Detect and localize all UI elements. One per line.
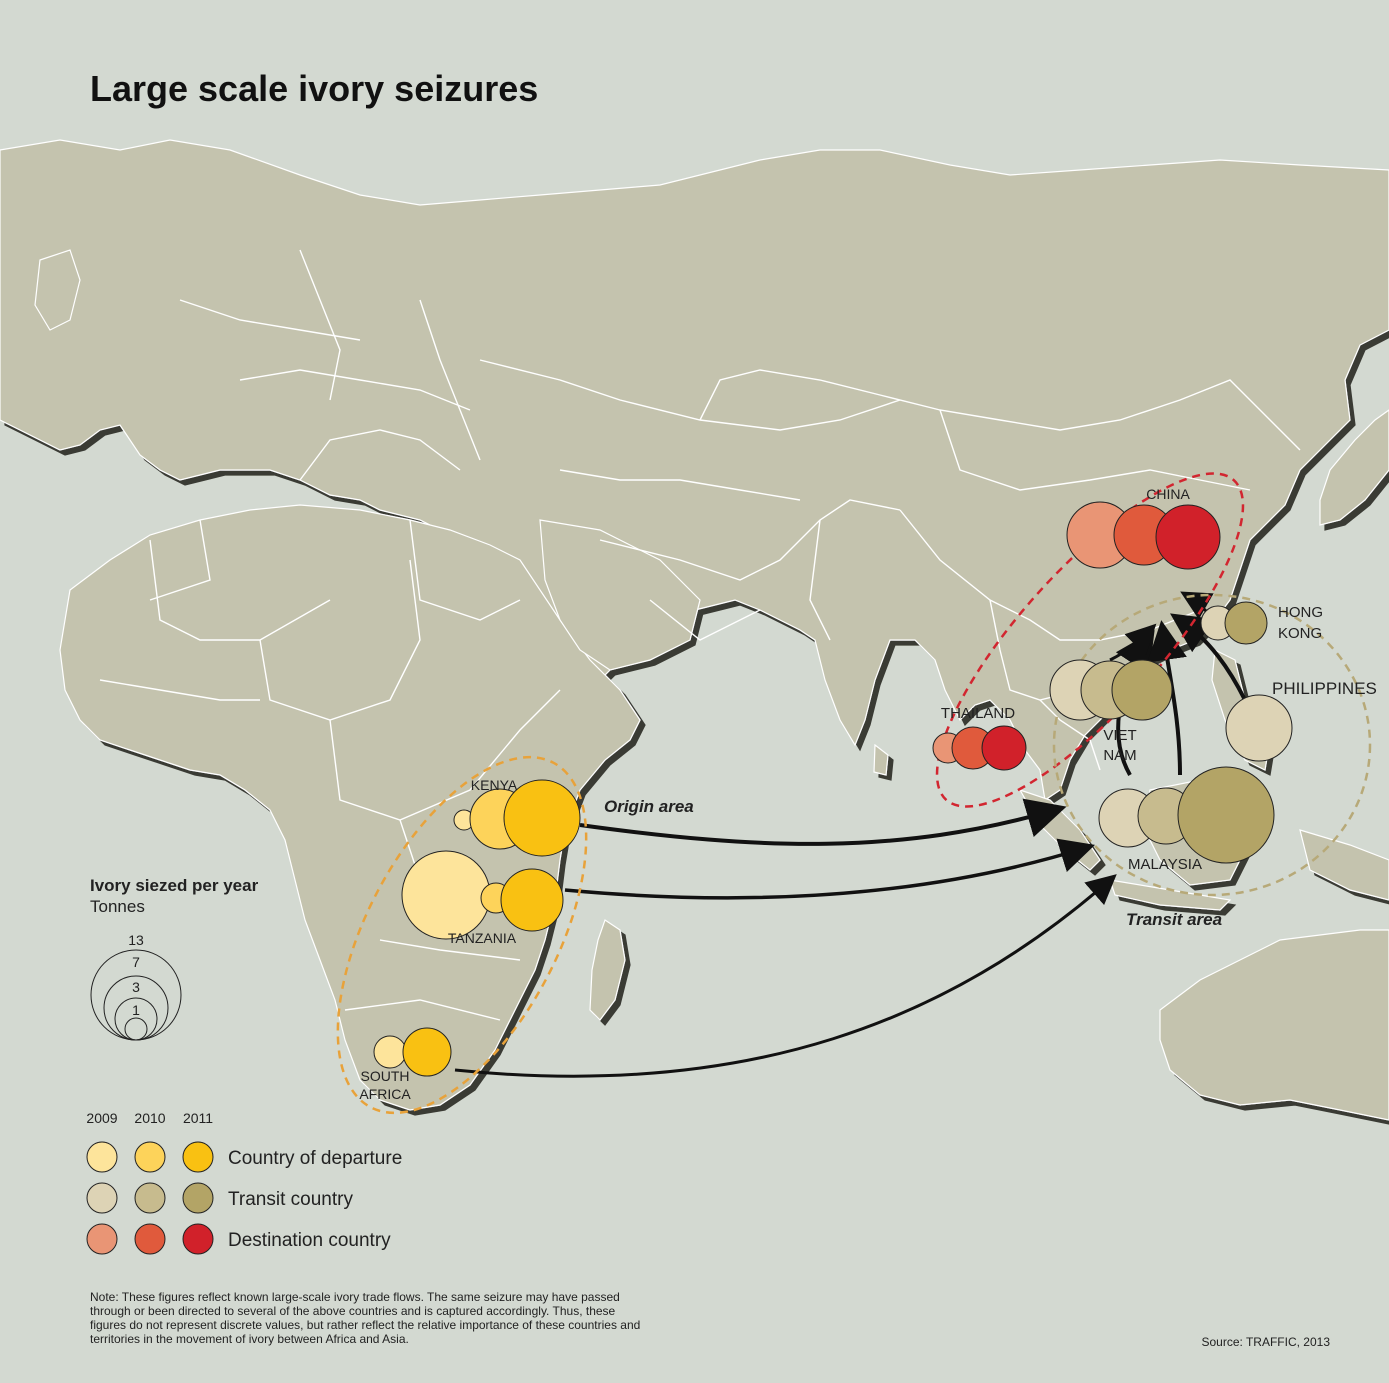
label-kenya: KENYA — [471, 777, 518, 793]
label-hong-kong-1: HONG — [1278, 604, 1323, 621]
note-line-1: Note: These figures reflect known large-… — [90, 1290, 620, 1304]
legend-destination-2011 — [182, 1223, 214, 1255]
arrow-philippines-to-china — [1170, 613, 1247, 701]
legend-departure-2011 — [182, 1141, 214, 1173]
legend-destination-2010 — [134, 1223, 166, 1255]
legend-transit-2011 — [182, 1182, 214, 1214]
legend-year-2009: 2009 — [86, 1110, 117, 1126]
size-value-1: 1 — [132, 1002, 140, 1018]
philippines-2009-circle — [1225, 694, 1293, 762]
map-title: Large scale ivory seizures — [90, 68, 538, 109]
legend-transit-2009 — [86, 1182, 118, 1214]
legend-label-destination: Destination country — [228, 1230, 391, 1251]
malaysia-2011-circle — [1177, 766, 1275, 864]
tanzania-2011-circle — [500, 868, 564, 932]
seizure-circles — [373, 501, 1293, 1077]
source-credit: Source: TRAFFIC, 2013 — [1202, 1335, 1331, 1349]
arrow-vietnam-to-china — [1109, 623, 1157, 662]
label-transit-area: Transit area — [1126, 910, 1222, 929]
label-hong-kong-2: KONG — [1278, 625, 1322, 642]
eurasia-landmass — [0, 139, 1389, 802]
size-legend: Ivory siezed per year Tonnes 13 7 3 1 — [90, 876, 259, 1041]
label-tanzania: TANZANIA — [448, 930, 517, 946]
legend-label-transit: Transit country — [228, 1189, 353, 1210]
color-legend: 2009 2010 2011 Country of departure Tran… — [86, 1110, 402, 1255]
viet-nam-2011-circle — [1111, 659, 1173, 721]
south-africa-2009-circle — [373, 1035, 407, 1069]
size-legend-unit: Tonnes — [90, 897, 145, 916]
uk-landmass — [34, 249, 81, 331]
legend-year-2010: 2010 — [134, 1110, 165, 1126]
arrow-southafrica-to-indonesia — [454, 874, 1117, 1078]
arrow-malaysia-to-china-2 — [1147, 620, 1187, 776]
transit-area-ellipse — [1052, 593, 1372, 897]
label-viet-nam-1: VIET — [1103, 727, 1136, 744]
tanzania-2009-circle — [401, 850, 491, 940]
kenya-2011-circle — [503, 779, 581, 857]
label-thailand: THAILAND — [941, 705, 1015, 722]
japan-landmass — [1319, 409, 1389, 526]
label-china: CHINA — [1146, 486, 1190, 502]
hong-kong-2011-circle — [1224, 601, 1268, 645]
label-viet-nam-2: NAM — [1103, 747, 1136, 764]
note-line-2: through or been directed to several of t… — [90, 1304, 616, 1318]
arrow-tanzania-to-malaysia — [564, 838, 1096, 900]
legend-label-departure: Country of departure — [228, 1148, 402, 1169]
note-line-3: figures do not represent discrete values… — [90, 1318, 640, 1332]
legend-departure-2009 — [86, 1141, 118, 1173]
label-origin-area: Origin area — [604, 797, 694, 816]
legend-destination-2009 — [86, 1223, 118, 1255]
madagascar-landmass — [589, 919, 626, 1021]
label-philippines: PHILIPPINES — [1272, 679, 1377, 698]
africa-landmass — [59, 504, 641, 1111]
land-masses — [0, 139, 1389, 1121]
australia-landmass — [1159, 929, 1389, 1121]
legend-transit-2010 — [134, 1182, 166, 1214]
size-value-13: 13 — [128, 932, 144, 948]
china-2011-circle — [1155, 504, 1221, 570]
label-south-africa-2: AFRICA — [359, 1086, 411, 1102]
new-guinea-landmass — [1299, 829, 1389, 901]
size-value-7: 7 — [132, 954, 140, 970]
legend-departure-2010 — [134, 1141, 166, 1173]
arrow-kenya-to-malaysia — [579, 798, 1067, 846]
size-circle-1 — [124, 1017, 148, 1041]
origin-area-ellipse — [336, 755, 588, 1115]
label-malaysia: MALAYSIA — [1128, 856, 1202, 873]
label-south-africa-1: SOUTH — [361, 1068, 410, 1084]
size-legend-title: Ivory siezed per year — [90, 876, 259, 895]
note-line-4: territories in the movement of ivory bet… — [90, 1332, 409, 1346]
footnote: Note: These figures reflect known large-… — [90, 1290, 640, 1346]
country-labels: KENYA TANZANIA SOUTH AFRICA CHINA HONG K… — [359, 486, 1377, 1102]
south-africa-2011-circle — [402, 1027, 452, 1077]
sri-lanka-landmass — [873, 743, 889, 776]
legend-year-2011: 2011 — [183, 1110, 213, 1126]
size-value-3: 3 — [132, 979, 140, 995]
thailand-2011-circle — [981, 725, 1027, 771]
